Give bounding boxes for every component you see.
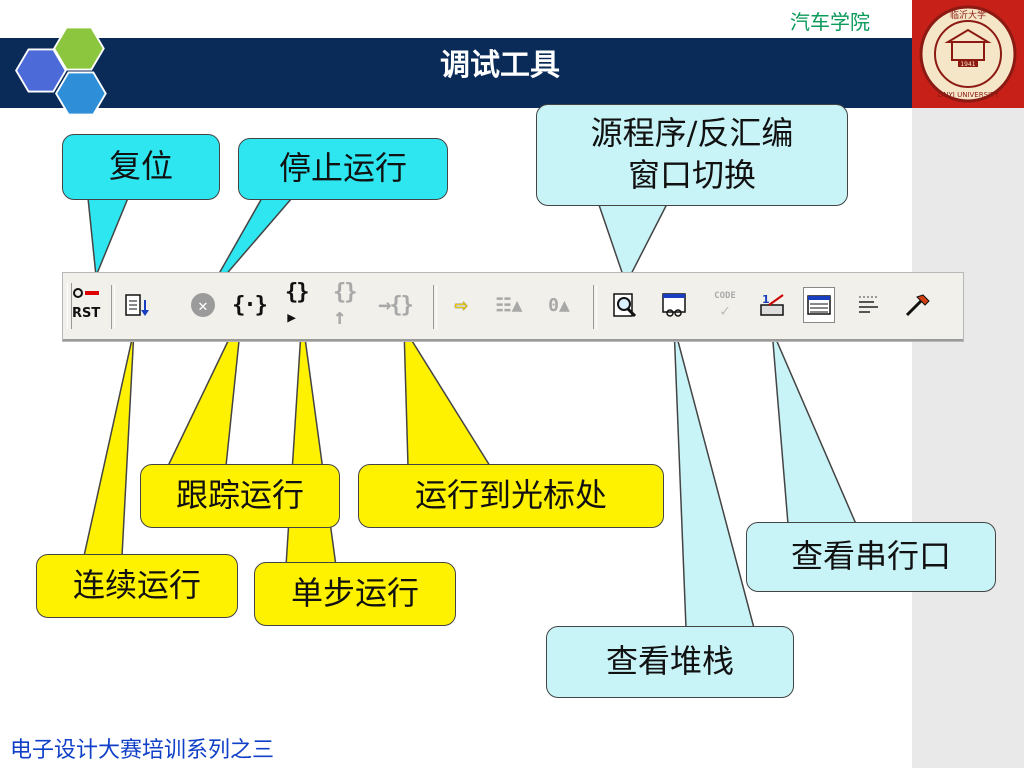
insert-breakpoint-button[interactable]: ☷▲ (493, 287, 525, 323)
callout-stop: 停止运行 (238, 138, 448, 200)
university-seal-icon: 1941 临沂大学 LINYI UNIVERSITY (919, 5, 1017, 103)
toolbar-separator (111, 285, 115, 329)
callout-source-toggle: 源程序/反汇编 窗口切换 (536, 104, 848, 206)
run-to-cursor-button[interactable]: →{} (378, 287, 414, 323)
callout-trace: 跟踪运行 (140, 464, 340, 528)
show-next-statement-button[interactable]: ⇨ (445, 287, 477, 323)
reset-label: RST (72, 306, 101, 321)
serial-port-icon: 1 (760, 293, 784, 316)
stop-button[interactable]: ✕ (187, 287, 219, 323)
callout-run-to-cursor: 运行到光标处 (358, 464, 664, 528)
code-check-icon: CODE ✓ (714, 290, 736, 320)
callout-source-toggle-line2: 窗口切换 (627, 156, 756, 194)
step-out-icon: {}↑ (333, 280, 358, 330)
trace-button[interactable]: {·} (232, 287, 268, 323)
code-label: CODE (714, 290, 736, 301)
hammer-icon (905, 294, 930, 317)
stack-view-button[interactable] (659, 287, 691, 323)
breakpoint-list-icon: ☷▲ (495, 294, 523, 316)
callout-serial: 查看串行口 (746, 522, 996, 592)
stack-window-icon (662, 293, 686, 317)
reset-icon (73, 288, 99, 298)
yellow-arrow-icon: ⇨ (454, 292, 468, 318)
right-decor-strip (912, 108, 1024, 768)
performance-analyzer-button[interactable] (853, 287, 885, 323)
toolbox-button[interactable] (901, 287, 933, 323)
footer-series-title: 电子设计大赛培训系列之三 (10, 738, 275, 763)
seal-text-top: 临沂大学 (950, 9, 986, 21)
memory-window-button[interactable] (803, 287, 835, 323)
breakpoint-remove-icon: 0▲ (548, 294, 570, 316)
trace-icon: {·} (232, 292, 268, 318)
continuous-run-button[interactable] (121, 287, 153, 323)
remove-breakpoint-button[interactable]: 0▲ (543, 287, 575, 323)
memory-table-icon (807, 295, 831, 315)
source-disassembly-toggle-button[interactable] (609, 287, 641, 323)
school-name: 汽车学院 (790, 10, 870, 34)
callout-step: 单步运行 (254, 562, 456, 626)
seal-year: 1941 (960, 61, 975, 68)
svg-text:1: 1 (762, 293, 770, 306)
bar-list-icon (859, 296, 879, 313)
step-button[interactable]: {}▸ (285, 280, 317, 330)
callout-stack: 查看堆栈 (546, 626, 794, 698)
toolbar-grip[interactable] (67, 283, 72, 329)
run-to-cursor-icon: →{} (378, 292, 414, 318)
step-out-button[interactable]: {}↑ (333, 280, 365, 330)
debug-toolbar: RST ✕ {·} {}▸ {}↑ →{} ⇨ ☷▲ 0▲ (62, 272, 964, 342)
callout-source-toggle-line1: 源程序/反汇编 (590, 114, 794, 153)
magnifier-document-icon (613, 293, 637, 318)
toolbar-separator (433, 285, 437, 329)
run-icon (125, 294, 149, 316)
hexagon-logo-icon (15, 26, 107, 116)
callout-reset: 复位 (62, 134, 220, 200)
reset-button[interactable]: RST (71, 287, 103, 323)
code-coverage-button[interactable]: CODE ✓ (709, 287, 741, 323)
page-title: 调试工具 (440, 48, 560, 83)
callout-continuous: 连续运行 (36, 554, 238, 618)
toolbar-separator (593, 285, 597, 329)
title-banner (0, 38, 912, 108)
serial-window-button[interactable]: 1 (757, 287, 789, 323)
stop-icon: ✕ (191, 293, 215, 317)
seal-text-bottom: LINYI UNIVERSITY (937, 91, 999, 99)
step-icon: {}▸ (285, 280, 310, 330)
